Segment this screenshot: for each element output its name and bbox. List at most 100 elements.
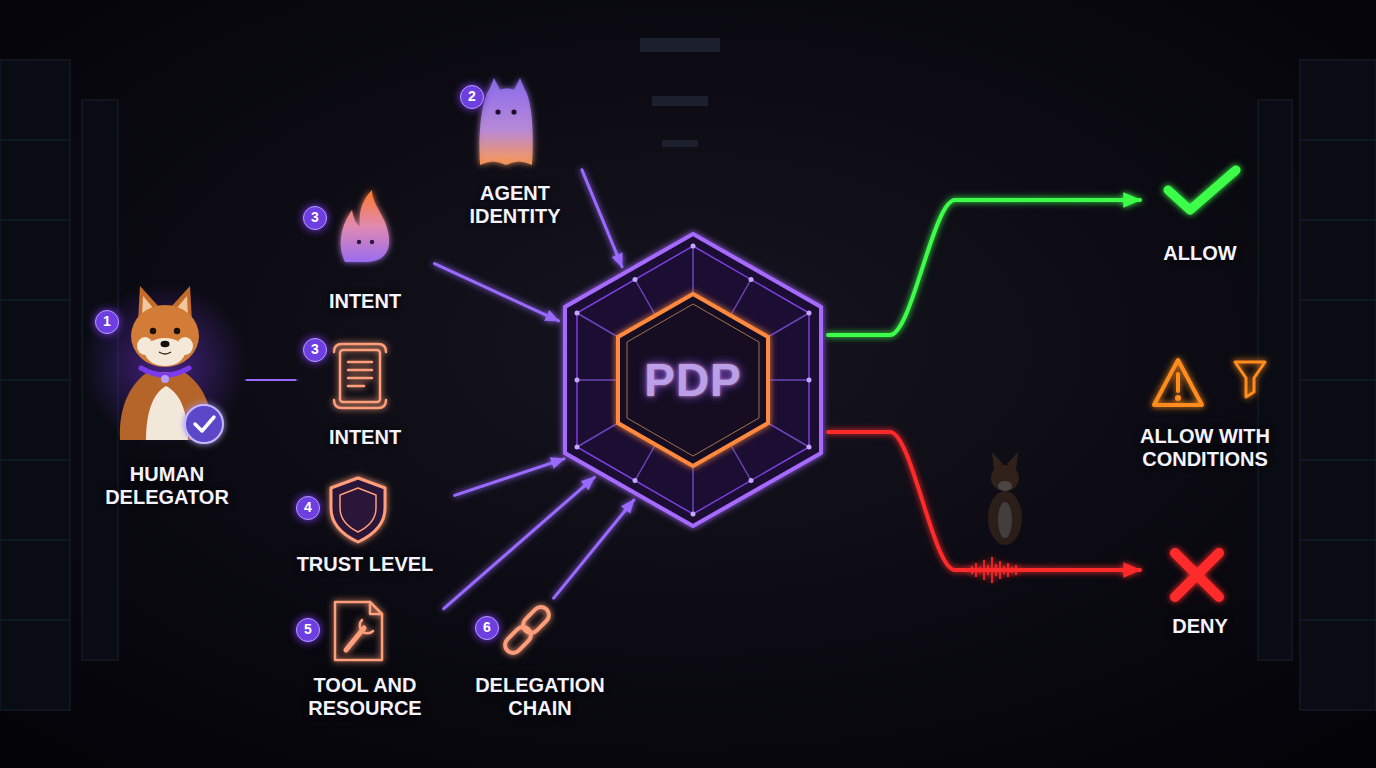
intent-flame-icon: [341, 190, 389, 262]
circuit-trace: [577, 313, 618, 337]
intent-flame-icon: [370, 240, 374, 244]
connector-arrow: [828, 432, 1140, 570]
delegator-illustration: [161, 375, 169, 383]
shadow-dog-figure: [988, 452, 1022, 545]
intent-flame-icon: [341, 190, 389, 262]
delegator-illustration: [83, 283, 247, 447]
delegator-illustration: [159, 352, 171, 354]
connector-arrow: [828, 200, 1140, 335]
circuit-pad: [691, 244, 696, 249]
tool-resource-icon: [370, 602, 382, 614]
delegator-illustration: [174, 328, 180, 334]
trust-shield-icon: [331, 478, 385, 542]
node-label: DENY: [1145, 615, 1255, 638]
intent-scroll-icon: [334, 344, 386, 408]
circuit-trace: [577, 379, 618, 381]
conditional-outcome: ALLOW WITH CONDITIONS: [1120, 350, 1290, 478]
delegator-illustration: [150, 328, 156, 334]
circuit-trace: [635, 445, 656, 481]
circuit-trace: [635, 280, 656, 316]
server-racks: [1258, 100, 1292, 660]
delegation-chain-icon: [502, 604, 553, 657]
ceiling-lights: [640, 38, 720, 52]
intent-scroll-icon: [348, 362, 372, 386]
circuit-pad: [575, 311, 580, 316]
agent-ghost-icon: [511, 109, 516, 114]
node-label: AGENT IDENTITY: [450, 182, 580, 228]
pdp-hexagon: PDP: [563, 232, 823, 528]
node-label: ALLOW WITH CONDITIONS: [1120, 425, 1290, 471]
circuit-pad: [749, 277, 754, 282]
callout-number: 3: [303, 338, 327, 362]
delegator-illustration: [146, 386, 188, 440]
connector-arrow: [455, 459, 564, 496]
callout-number: 3: [303, 206, 327, 230]
circuit-pad: [807, 378, 812, 383]
circuit-pad: [749, 478, 754, 483]
circuit-trace: [768, 423, 809, 447]
server-racks: [0, 60, 1376, 710]
intent-node: 3INTENT: [300, 190, 430, 320]
conditions-icon: [1154, 360, 1202, 405]
shadow-dog-figure: [998, 502, 1012, 538]
delegator-illustration: [185, 405, 223, 443]
tool-resource-node: 5TOOL AND RESOURCE: [290, 592, 440, 725]
connector-group: [247, 170, 1140, 609]
deny-x-icon: [1175, 553, 1219, 597]
allow-check-icon: [1168, 170, 1236, 210]
connector-arrow: [435, 264, 559, 321]
callout-number: 1: [95, 310, 119, 334]
node-label: HUMAN DELEGATOR: [92, 463, 242, 509]
connector-arrow: [444, 477, 595, 608]
circuit-pad: [691, 512, 696, 517]
circuit-trace: [692, 246, 694, 294]
circuit-pad: [807, 445, 812, 450]
server-racks: [0, 140, 70, 620]
intent-scroll-icon: [334, 344, 386, 352]
conditions-icon: [1177, 397, 1180, 400]
connector-arrow: [247, 379, 295, 382]
circuit-trace: [768, 379, 809, 381]
node-label: TOOL AND RESOURCE: [295, 674, 435, 720]
circuit-trace: [731, 280, 752, 316]
circuit-trace: [731, 445, 752, 481]
conditions-icon: [1176, 374, 1180, 391]
circuit-pad: [575, 445, 580, 450]
intent-node: 3INTENT: [300, 335, 430, 460]
circuit-trace: [768, 313, 809, 337]
delegation-node: 6DELEGATION CHAIN: [465, 602, 615, 724]
delegator-illustration: [83, 283, 247, 447]
delegator-illustration: [141, 368, 189, 375]
callout-number: 2: [460, 85, 484, 109]
node-label: INTENT: [300, 426, 430, 449]
shadow-dog-figure: [991, 465, 1019, 491]
connector-arrow: [582, 170, 622, 267]
allow-check-icon: [1168, 170, 1236, 210]
shadow-dog-figure: [998, 481, 1012, 491]
server-racks: [1300, 60, 1376, 710]
delegation-chain-icon: [520, 604, 553, 637]
node-label: DELEGATION CHAIN: [465, 674, 615, 720]
trust-shield-icon: [331, 478, 385, 542]
tool-resource-icon: [360, 620, 373, 633]
delegation-chain-icon: [502, 624, 535, 657]
circuit-pad: [807, 311, 812, 316]
circuit-trace: [692, 466, 694, 514]
allow-outcome: ALLOW: [1145, 160, 1255, 272]
circuit-pad: [633, 277, 638, 282]
agent-ghost-icon: [479, 78, 532, 165]
ceiling-lights: [652, 96, 708, 106]
connector-arrow: [435, 379, 558, 382]
deny-outcome: DENY: [1145, 545, 1255, 645]
shadow-dog-figure: [988, 491, 1022, 545]
callout-number: 4: [296, 496, 320, 520]
connector-arrow: [554, 500, 634, 598]
ceiling-lights: [662, 140, 698, 147]
intent-scroll-icon: [334, 400, 386, 408]
tool-resource-icon: [335, 602, 382, 660]
intent-scroll-icon: [340, 350, 380, 402]
delegator-illustration: [195, 417, 214, 431]
ceiling-lights: [640, 38, 720, 147]
agent-identity-node: 2AGENT IDENTITY: [450, 80, 580, 235]
